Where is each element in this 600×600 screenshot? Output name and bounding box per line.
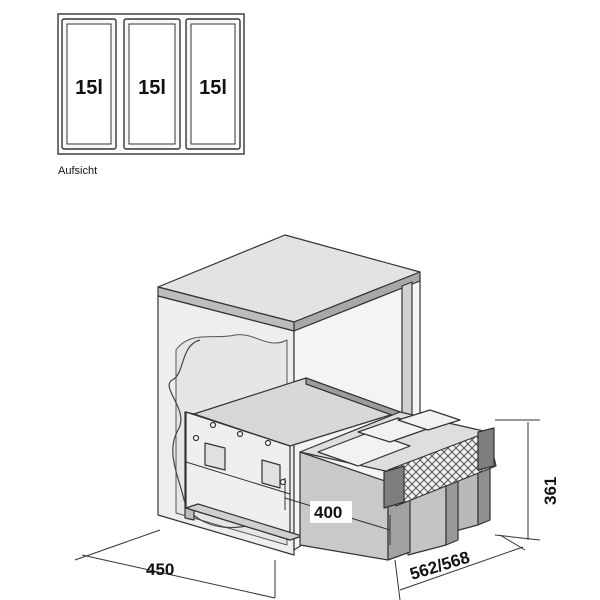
screw-icon (264, 439, 272, 447)
handle-left (383, 465, 405, 509)
dimension-lines (74, 419, 541, 600)
bin-top-3: 15l (185, 18, 241, 150)
top-view: 15l 15l 15l Aufsicht (57, 13, 245, 177)
pullout-frame (184, 377, 401, 541)
dim-label-361: 361 (541, 477, 560, 505)
dim-label-400: 400 (314, 503, 342, 522)
dim-width-line (399, 546, 524, 591)
screw-icon (192, 434, 200, 442)
screw-icon (209, 421, 217, 429)
bin-capacity-label: 15l (75, 77, 103, 99)
bin-top-1: 15l (61, 18, 117, 150)
screw-icon (236, 430, 244, 438)
handle-right (477, 427, 495, 471)
bin-capacity-label: 15l (199, 77, 227, 99)
bin-capacity-label: 15l (138, 77, 166, 99)
hinge-bracket (261, 459, 281, 489)
water-hose (168, 339, 279, 529)
hinge-bracket (204, 442, 226, 471)
top-view-caption: Aufsicht (58, 165, 97, 177)
bin-top-2: 15l (123, 18, 181, 150)
dim-label-450: 450 (146, 560, 174, 579)
dim-450-line (81, 554, 276, 599)
